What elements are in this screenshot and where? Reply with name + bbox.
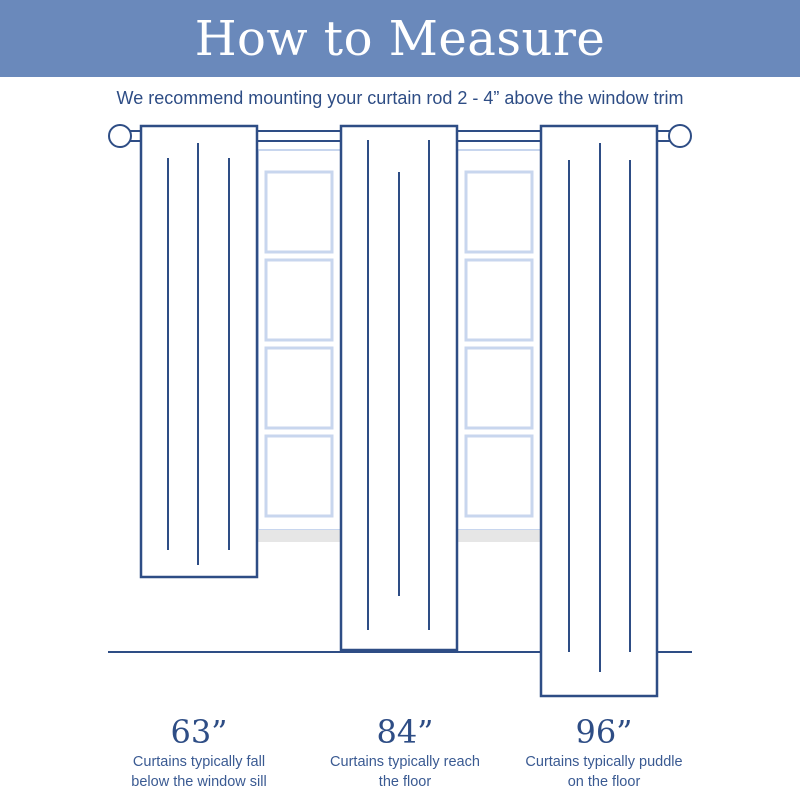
curtain-63-panel [139,124,259,579]
rod-finial-left [108,124,132,148]
rod-finial-right [668,124,692,148]
description-line-1: Curtains typically puddle [525,754,683,770]
window-panes-right [464,170,534,518]
description-line-2: below the window sill [131,774,267,790]
description-line-2: the floor [378,774,432,790]
caption-63: 63” Curtains typically fall below the wi… [89,712,309,792]
description-line-1: Curtains typically fall [132,754,266,770]
mounting-recommendation: We recommend mounting your curtain rod 2… [116,88,684,108]
title-banner: How to Measure [0,0,800,77]
curtain-96-panel [539,124,659,698]
caption-84: 84” Curtains typically reach the floor [295,712,515,792]
length-label: 63” [170,713,228,751]
page-title: How to Measure [194,10,606,67]
caption-96: 96” Curtains typically puddle on the flo… [494,712,714,792]
curtain-84-panel [339,124,459,652]
description-line-1: Curtains typically reach [330,754,480,770]
length-label: 96” [575,713,633,751]
window-panes-left [264,170,334,518]
description-line-2: on the floor [567,774,641,790]
length-label: 84” [376,713,434,751]
